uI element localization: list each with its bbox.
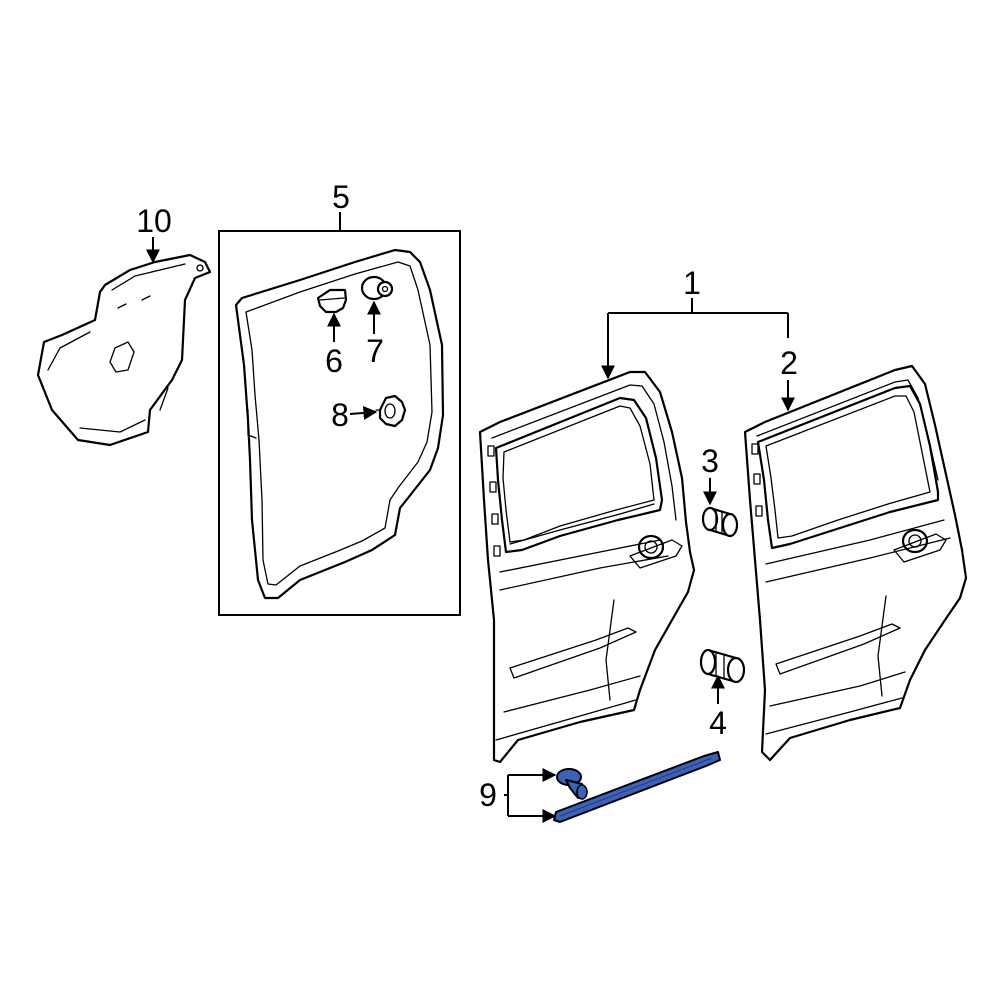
molding-clip-part[interactable]	[556, 768, 588, 800]
callout-4: 4	[709, 705, 727, 741]
door-weatherstrip[interactable]	[234, 248, 445, 600]
callout-9: 9	[479, 777, 497, 813]
callout-2: 2	[780, 345, 798, 381]
callout-5: 5	[332, 179, 350, 215]
water-shield-part[interactable]	[36, 253, 212, 447]
callout-3: 3	[701, 443, 719, 479]
callout-6: 6	[325, 343, 343, 379]
callout-1: 1	[683, 265, 701, 301]
weatherstrip-clip-part[interactable]	[316, 288, 348, 314]
rear-door-left[interactable]	[478, 370, 696, 764]
callout-10: 10	[136, 203, 172, 239]
weatherstrip-kit-box	[218, 230, 461, 616]
callout-8: 8	[331, 397, 349, 433]
callout-7: 7	[366, 333, 384, 369]
door-bumper-lower-part[interactable]	[699, 648, 746, 684]
rear-door-right[interactable]	[743, 364, 968, 762]
callout-labels: 10 5 6 7 8 1 2 3 4 9	[136, 179, 798, 813]
leader-lines	[146, 212, 795, 823]
weatherstrip-grommet-part[interactable]	[375, 394, 407, 428]
weatherstrip-pin-part[interactable]	[360, 275, 394, 301]
door-bumper-upper-part[interactable]	[701, 506, 739, 538]
